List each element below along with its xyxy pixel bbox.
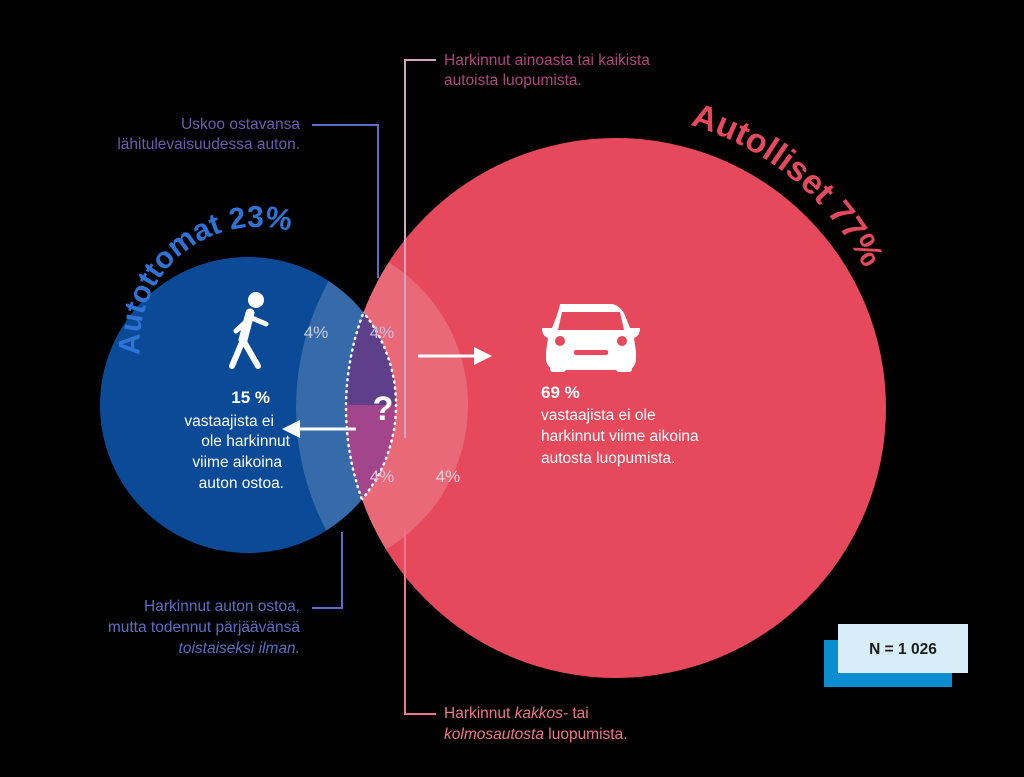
right-stat-line2: harkinnut viime aikoina — [541, 428, 699, 445]
svg-text:Harkinnut auton ostoa,: Harkinnut auton ostoa, — [144, 598, 300, 615]
svg-text:autoista luopumista.: autoista luopumista. — [444, 72, 582, 89]
right-band-pct: 4% — [436, 467, 461, 486]
left-stat-line1: vastaajista ei — [184, 413, 274, 430]
left-stat-line3: viime aikoina — [192, 454, 282, 471]
arrow-right — [418, 347, 492, 365]
callout-top-left: Uskoo ostavansa lähitulevaisuudessa auto… — [117, 116, 300, 153]
autolliset-circle — [346, 138, 886, 678]
callout-line-bottom-left — [312, 532, 343, 609]
callout-bottom-right: Harkinnut kakkos- tai kolmosautosta luop… — [444, 705, 628, 743]
callout-top-right: Harkinnut ainoasta tai kaikista autoista… — [444, 52, 650, 89]
callout-line-top-left — [312, 124, 379, 278]
left-stat-value: 15 % — [231, 388, 270, 407]
right-stat-line1: vastaajista ei ole — [541, 407, 656, 424]
right-overlap-band — [346, 237, 468, 573]
sample-size-label: N = 1 026 — [869, 641, 937, 658]
arrow-left — [282, 420, 356, 438]
svg-text:Uskoo ostavansa: Uskoo ostavansa — [181, 116, 300, 133]
svg-text:toistaiseksi ilman.: toistaiseksi ilman. — [179, 640, 300, 657]
svg-text:Harkinnut kakkos- tai: Harkinnut kakkos- tai — [444, 705, 589, 722]
right-stat-line3: autosta luopumista. — [541, 450, 675, 467]
left-stat: 15 % vastaajista ei ole harkinnut viime … — [184, 388, 290, 492]
svg-text:kolmosautosta luopumista.: kolmosautosta luopumista. — [444, 726, 628, 743]
walking-person-icon — [229, 292, 269, 369]
callout-line-bottom-right — [404, 530, 436, 715]
autottomat-circle — [100, 257, 396, 553]
svg-text:Harkinnut ainoasta tai kaikist: Harkinnut ainoasta tai kaikista — [444, 52, 650, 69]
callout-bottom-left: Harkinnut auton ostoa, mutta todennut pä… — [108, 598, 301, 657]
lens-dotted-edge-left — [344, 257, 396, 553]
right-stat-value: 69 % — [541, 383, 580, 402]
center-top-pct: 4% — [370, 323, 395, 342]
question-mark: ? — [373, 390, 394, 428]
sample-size-badge: N = 1 026 — [824, 624, 968, 687]
svg-text:mutta todennut pärjäävänsä: mutta todennut pärjäävänsä — [108, 619, 301, 636]
right-stat: 69 % vastaajista ei ole harkinnut viime … — [541, 383, 699, 467]
left-stat-line4: auton ostoa. — [199, 475, 284, 492]
car-icon — [542, 304, 640, 372]
callout-line-top-right — [404, 59, 436, 438]
left-band-pct: 4% — [304, 323, 329, 342]
left-stat-line2: ole harkinnut — [201, 433, 290, 450]
lens-dotted-edge-right — [346, 255, 398, 555]
center-bottom-pct: 4% — [370, 467, 395, 486]
svg-text:lähitulevaisuudessa auton.: lähitulevaisuudessa auton. — [117, 136, 300, 153]
